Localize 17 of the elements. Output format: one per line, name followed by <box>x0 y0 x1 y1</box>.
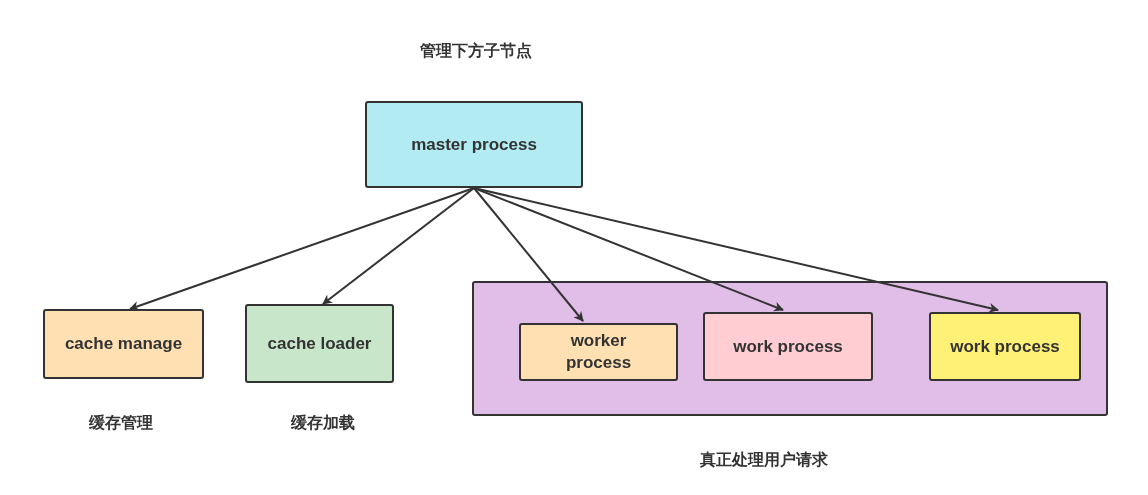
node-label: 管理下方子节点 <box>420 41 532 61</box>
node-label: work process <box>950 335 1060 358</box>
node-label: 缓存加载 <box>291 413 355 433</box>
node-label: cache manage <box>64 333 183 355</box>
node-label: master process <box>411 133 537 156</box>
node-label: worker process <box>564 330 633 374</box>
process-box <box>519 323 678 381</box>
node-label: work process <box>733 335 843 358</box>
arrow <box>473 187 784 312</box>
node-label: 缓存管理 <box>89 413 153 433</box>
node-label: 真正处理用户请求 <box>700 450 828 470</box>
arrow <box>473 187 584 322</box>
process-box <box>703 312 873 381</box>
arrow <box>129 187 475 311</box>
arrow <box>322 187 475 305</box>
process-box <box>929 312 1081 381</box>
node-label: cache loader <box>267 332 372 355</box>
